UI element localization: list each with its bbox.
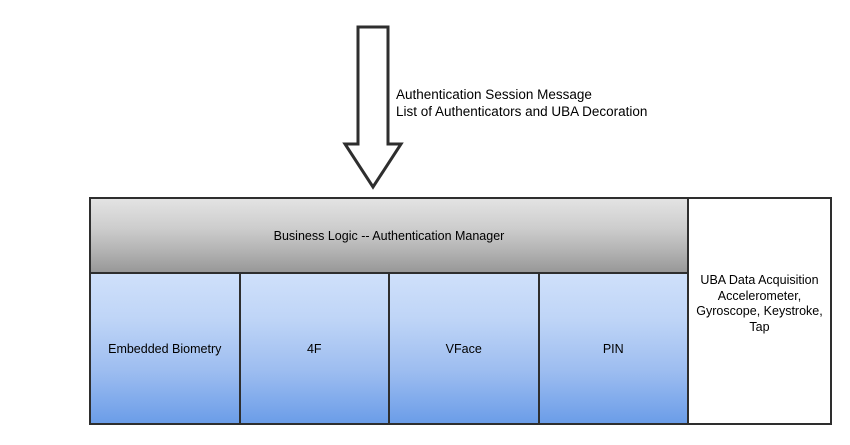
business-logic-band: Business Logic -- Authentication Manager <box>91 199 687 274</box>
business-logic-band-label: Business Logic -- Authentication Manager <box>273 228 505 243</box>
authenticator-label: VFace <box>445 341 482 356</box>
down-arrow-icon <box>342 24 404 190</box>
uba-panel-line-3: Gyroscope, Keystroke, <box>696 304 823 318</box>
arrow-annotation: Authentication Session Message List of A… <box>396 86 647 120</box>
authenticator-label: PIN <box>602 341 624 356</box>
authenticator-row: Embedded Biometry 4F VFace PIN <box>91 274 687 423</box>
authentication-stack-column: Business Logic -- Authentication Manager… <box>91 199 689 423</box>
uba-panel-line-2: Accelerometer, <box>717 288 802 303</box>
arrow-annotation-line-1: Authentication Session Message <box>396 87 592 102</box>
authenticator-box-vface: VFace <box>390 274 540 423</box>
uba-panel-label: UBA Data Acquisition Accelerometer, Gyro… <box>690 273 828 335</box>
uba-panel-line-4: Tap <box>749 319 770 334</box>
uba-panel-line-1: UBA Data Acquisition <box>700 273 819 287</box>
authenticator-box-pin: PIN <box>539 274 687 423</box>
authenticator-box-4f: 4F <box>240 274 390 423</box>
uba-data-acquisition-panel: UBA Data Acquisition Accelerometer, Gyro… <box>689 199 830 423</box>
architecture-frame: Business Logic -- Authentication Manager… <box>89 197 832 425</box>
authenticator-label: Embedded Biometry <box>108 341 222 356</box>
arrow-annotation-line-2: List of Authenticators and UBA Decoratio… <box>396 104 648 119</box>
authenticator-box-embedded-biometry: Embedded Biometry <box>91 274 241 423</box>
authenticator-label: 4F <box>306 341 322 356</box>
